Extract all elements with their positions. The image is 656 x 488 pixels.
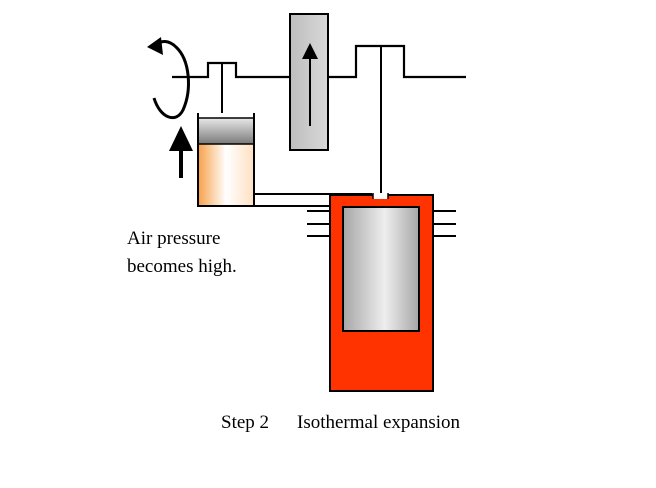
heat-fins-right <box>433 210 456 237</box>
up-arrow-icon <box>169 126 193 178</box>
power-cylinder <box>197 113 255 207</box>
heat-fins-left <box>307 210 330 237</box>
guide-slider <box>289 13 329 151</box>
annotation-line-2: becomes high. <box>127 256 237 277</box>
up-arrow-icon <box>302 43 318 59</box>
rotation-arrow-icon <box>147 37 190 120</box>
annotation-line-1: Air pressure <box>127 228 220 249</box>
displacer-cylinder <box>329 193 434 392</box>
caption-title: Isothermal expansion <box>297 412 461 433</box>
displacer <box>342 206 420 332</box>
power-piston <box>197 117 255 145</box>
caption-step: Step 2 <box>221 412 269 433</box>
